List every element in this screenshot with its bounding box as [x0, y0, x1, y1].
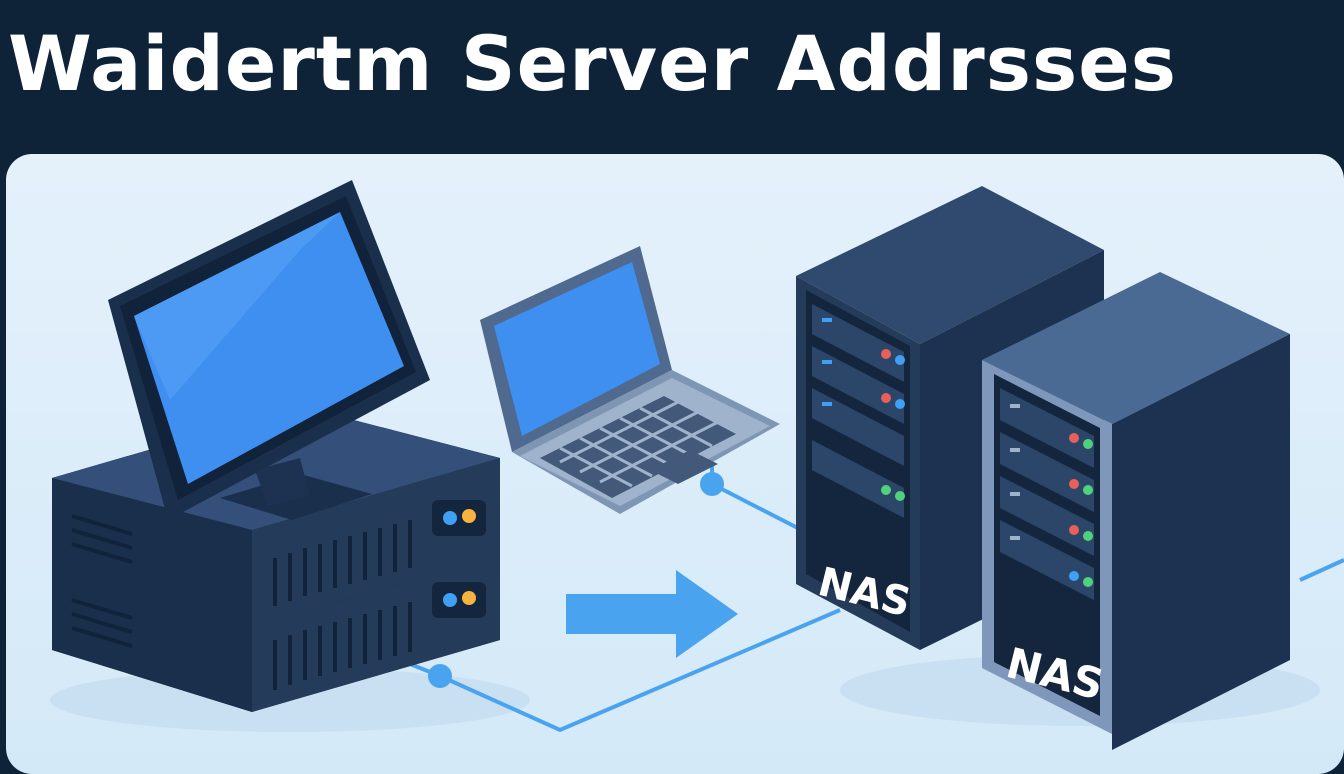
page-title: Waidertm Server Addrsses: [8, 19, 1178, 108]
page: Waidertm Server Addrsses: [6, 19, 1344, 774]
laptop-icon: [480, 246, 780, 514]
illustration-panel: NAS: [6, 154, 1344, 774]
link-node: [428, 664, 452, 688]
nas-server-icon: NAS: [982, 272, 1290, 750]
network-illustration: NAS: [50, 180, 1344, 750]
link-node: [700, 472, 724, 496]
desktop-computer-icon: [52, 180, 500, 712]
arrow-right-icon: [566, 570, 738, 658]
